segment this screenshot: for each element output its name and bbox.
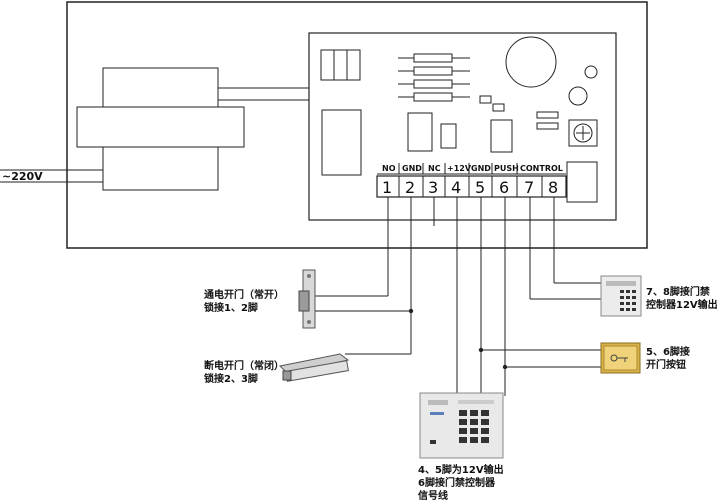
terminal-number: 6	[499, 178, 509, 197]
access-controller-icon	[600, 275, 642, 317]
mains-leads	[0, 169, 103, 183]
terminal-group-label: +12V	[447, 164, 472, 173]
board-components	[320, 36, 598, 203]
lock-nc-label-line2: 锁接2、3脚	[204, 372, 258, 385]
lock-nc-icon	[278, 353, 350, 382]
terminal-number: 2	[405, 178, 415, 197]
terminal-headers: NO GND NC +12V GND PUSH CONTROL	[377, 163, 566, 175]
terminal-block: 1 2 3 4 5 6 7 8	[376, 175, 567, 198]
terminal-group-label: NO	[382, 164, 396, 173]
controller-right-label-line1: 7、8脚接门禁	[646, 285, 710, 298]
exit-button-icon	[600, 342, 641, 374]
terminal-number: 3	[428, 178, 438, 197]
lock-no-icon	[298, 269, 316, 329]
terminal-number: 1	[382, 178, 392, 197]
keypad-label-line1: 4、5脚为12V输出	[418, 463, 504, 476]
transformer	[76, 67, 320, 191]
wire-junctions	[408, 308, 508, 370]
terminal-group-label: GND	[471, 164, 491, 173]
terminal-number: 5	[475, 178, 485, 197]
controller-right-label-line2: 控制器12V输出	[646, 298, 718, 311]
wires	[315, 197, 601, 396]
mains-label: ~220V	[2, 170, 43, 183]
keypad-label-line3: 信号线	[418, 489, 448, 500]
keypad-label-line2: 6脚接门禁控制器	[418, 476, 496, 489]
keypad-controller-icon	[419, 392, 504, 459]
lock-no-label-line2: 锁接1、2脚	[204, 301, 258, 314]
terminal-group-label: PUSH	[494, 164, 519, 173]
terminal-group-label: CONTROL	[520, 164, 563, 173]
terminal-number: 4	[451, 178, 461, 197]
terminal-number: 8	[548, 178, 558, 197]
terminal-number: 7	[524, 178, 534, 197]
lock-nc-label-line1: 断电开门（常闭）	[204, 359, 284, 372]
terminal-group-label: GND	[402, 164, 422, 173]
exit-button-label-line2: 开门按钮	[646, 358, 686, 371]
exit-button-label-line1: 5、6脚接	[646, 345, 690, 358]
lock-no-label-line1: 通电开门（常开）	[204, 288, 284, 301]
terminal-group-label: NC	[428, 164, 441, 173]
